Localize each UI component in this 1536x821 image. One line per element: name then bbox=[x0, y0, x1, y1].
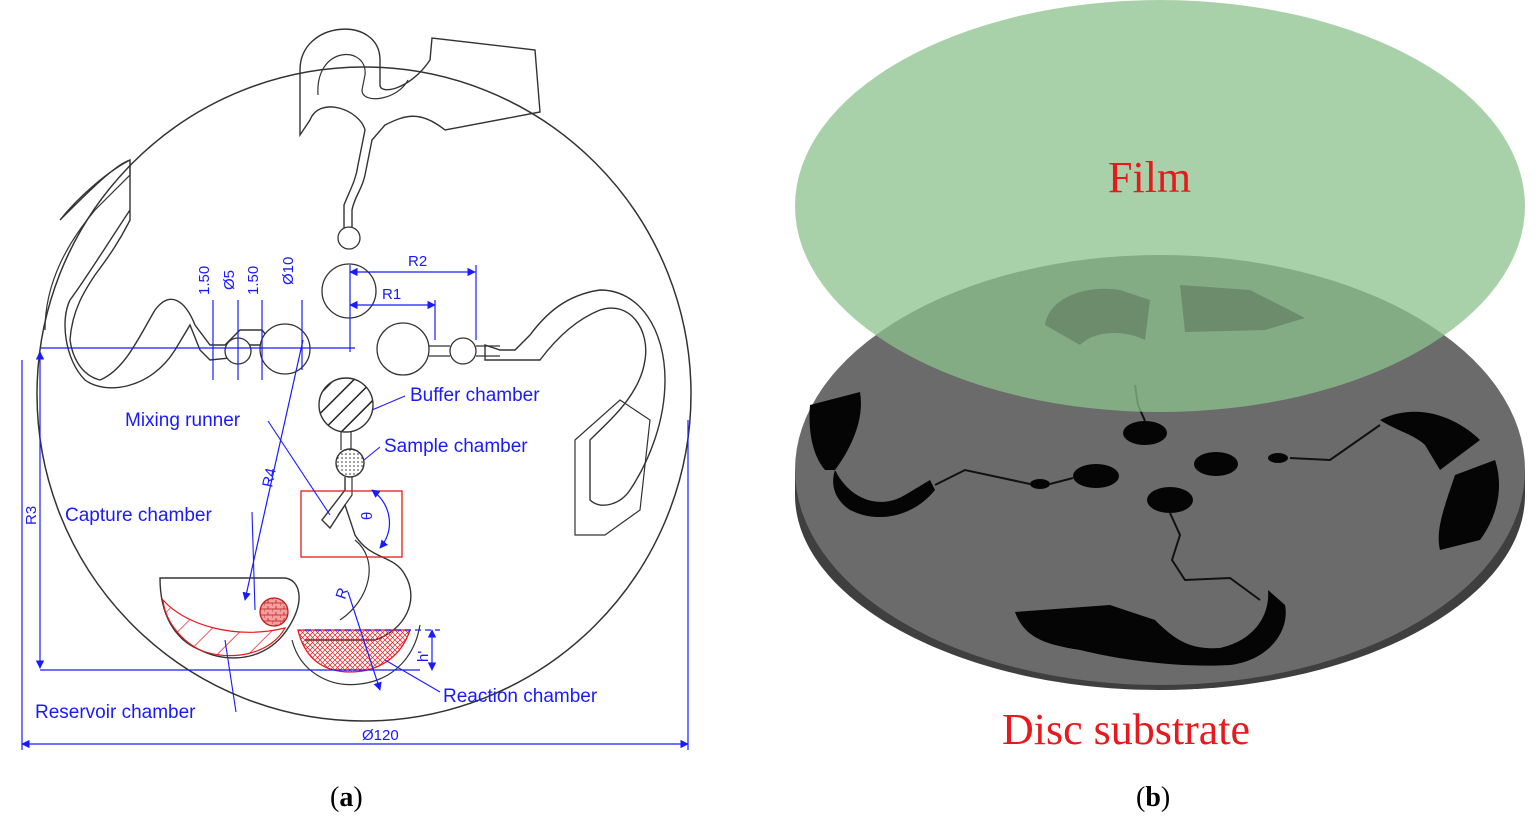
top-small-chamber bbox=[337, 226, 361, 250]
disc-substrate-label: Disc substrate bbox=[1002, 705, 1250, 754]
label-mixing-runner: Mixing runner bbox=[125, 410, 241, 431]
leader-lines bbox=[224, 395, 441, 713]
dim-r2: R2 bbox=[408, 253, 427, 270]
right-large-chamber bbox=[376, 322, 430, 376]
mixing-runner-inner bbox=[337, 477, 370, 621]
right-runner bbox=[429, 345, 500, 357]
theta-detail-box bbox=[300, 490, 403, 558]
film-label: Film bbox=[1108, 153, 1191, 202]
label-buffer-chamber: Buffer chamber bbox=[410, 385, 540, 406]
film-sheet bbox=[795, 0, 1525, 412]
label-capture-chamber: Capture chamber bbox=[65, 505, 212, 526]
right-reservoir-inner bbox=[574, 399, 651, 536]
reservoir-chamber-outline bbox=[159, 577, 300, 659]
top-reservoir-outline bbox=[299, 28, 541, 231]
top-reservoir-inner bbox=[317, 53, 409, 100]
right-small-chamber bbox=[449, 337, 477, 365]
label-reaction-chamber: Reaction chamber bbox=[443, 686, 598, 707]
label-sample-chamber: Sample chamber bbox=[384, 436, 528, 457]
reservoir-chamber-fill bbox=[162, 598, 287, 657]
dim-h: h' bbox=[415, 651, 432, 662]
disc-cutouts bbox=[809, 392, 1500, 666]
buffer-chamber-shape bbox=[318, 377, 374, 433]
dim-r: R bbox=[333, 586, 353, 602]
panel-a: 1.50 Ø5 1.50 Ø10 R2 R1 R3 R4 R θ h' Ø120… bbox=[21, 28, 692, 813]
dim-d5: Ø5 bbox=[221, 270, 238, 290]
caption-b: (b) bbox=[1136, 782, 1170, 813]
disc-runners bbox=[934, 384, 1381, 601]
dim-r3: R3 bbox=[23, 506, 40, 525]
dim-1-50-right: 1.50 bbox=[245, 266, 262, 295]
dim-d120: Ø120 bbox=[362, 727, 399, 744]
caption-a: (a) bbox=[330, 782, 363, 813]
capture-chamber-shape bbox=[259, 597, 289, 627]
dim-r1: R1 bbox=[382, 286, 401, 303]
mixing-runner-shape bbox=[305, 477, 412, 641]
dim-d10: Ø10 bbox=[280, 257, 297, 285]
dim-1-50-left: 1.50 bbox=[196, 266, 213, 295]
dim-theta: θ bbox=[359, 512, 376, 520]
right-reservoir-outline bbox=[484, 289, 666, 506]
panel-b: Film Disc substrate (b) bbox=[795, 0, 1525, 813]
film-overlap-features bbox=[1045, 285, 1305, 345]
buffer-sample-runner bbox=[340, 432, 352, 450]
left-reservoir-boundary bbox=[44, 165, 131, 331]
left-reservoir-outline bbox=[59, 158, 301, 389]
reaction-chamber-fill bbox=[297, 629, 411, 673]
reaction-outer-outline bbox=[291, 624, 421, 686]
label-reservoir-chamber: Reservoir chamber bbox=[35, 702, 196, 723]
sample-chamber-shape bbox=[335, 448, 365, 478]
dim-r4: R4 bbox=[259, 467, 280, 489]
left-large-chamber bbox=[259, 323, 311, 375]
